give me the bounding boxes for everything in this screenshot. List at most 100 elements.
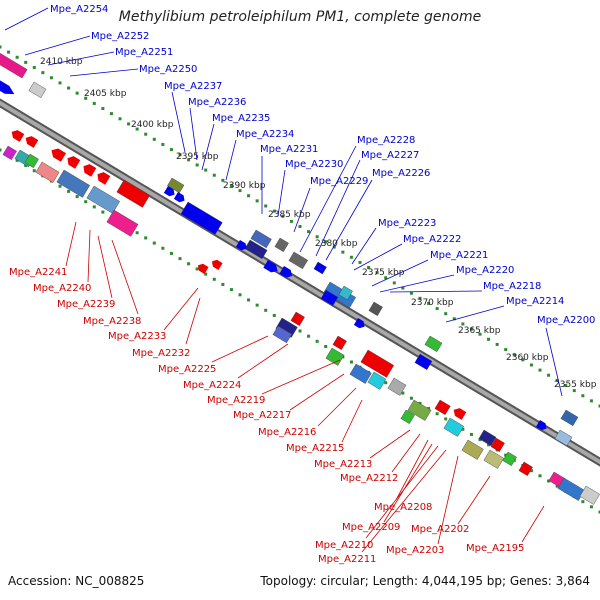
scale-tick (169, 148, 173, 152)
scale-tick (32, 169, 36, 173)
scale-tick (264, 204, 268, 208)
scale-tick (152, 137, 156, 141)
gene-arrow (353, 318, 365, 329)
leader-line (111, 239, 139, 315)
forward-gene-label: Mpe_A2251 (115, 47, 173, 58)
kbp-label: 2390 kbp (223, 181, 266, 191)
forward-gene-label: Mpe_A2237 (164, 81, 222, 92)
scale-tick (127, 122, 131, 126)
scale-tick (169, 251, 173, 255)
gene-block (387, 377, 407, 396)
kbp-label: 2380 kbp (315, 239, 358, 249)
gene-block (116, 179, 151, 208)
leader-line (201, 123, 215, 171)
leader-line (277, 169, 286, 217)
gene-arrow (453, 408, 467, 420)
scale-tick (272, 313, 276, 317)
scale-tick (49, 76, 53, 80)
scale-tick (58, 81, 62, 85)
leader-line (457, 475, 491, 525)
scale-tick (7, 50, 11, 54)
scale-tick (118, 117, 122, 121)
leader-line (293, 187, 311, 233)
forward-gene-label: Mpe_A2223 (378, 218, 436, 229)
scale-tick (529, 363, 533, 367)
gene-block (367, 371, 387, 390)
leader-line (237, 343, 289, 379)
scale-tick (358, 260, 362, 264)
scale-tick (264, 308, 268, 312)
leader-line (24, 35, 91, 56)
leader-line (437, 455, 459, 545)
scale-tick (461, 427, 465, 431)
scale-tick (349, 255, 353, 259)
scale-tick (367, 266, 371, 270)
reverse-gene-label: Mpe_A2212 (340, 473, 398, 484)
scale-tick (392, 281, 396, 285)
accession-label: Accession: NC_008825 (8, 574, 145, 588)
forward-gene-label: Mpe_A2229 (310, 176, 368, 187)
gene-block (502, 451, 517, 466)
scale-tick (487, 337, 491, 341)
scale-tick (444, 312, 448, 316)
scale-tick (581, 500, 585, 504)
leader-line (365, 445, 439, 539)
gene-block (518, 461, 533, 476)
leader-line (445, 305, 505, 323)
forward-gene-label: Mpe_A2214 (506, 296, 564, 307)
reverse-gene-label: Mpe_A2233 (108, 331, 166, 342)
forward-gene-label: Mpe_A2221 (430, 250, 488, 261)
gene-arrow (263, 260, 278, 273)
gene-block (244, 239, 268, 260)
gene-arrow (211, 259, 223, 270)
scale-tick (15, 158, 19, 162)
leader-line (211, 335, 269, 363)
kbp-label: 2375 kbp (362, 268, 405, 278)
scale-tick (75, 195, 79, 199)
reverse-gene-label: Mpe_A2225 (158, 364, 216, 375)
scale-tick (204, 272, 208, 276)
gene-block (368, 301, 383, 316)
gene-block (274, 237, 289, 252)
scale-tick (109, 112, 113, 116)
gene-block (483, 449, 505, 469)
gene-block (106, 209, 139, 237)
gene-block (424, 335, 443, 353)
leader-line (391, 433, 421, 473)
scale-tick (272, 209, 276, 213)
leader-line (47, 51, 115, 66)
gene-block (557, 477, 585, 501)
forward-gene-label: Mpe_A2228 (357, 135, 415, 146)
reverse-gene-label: Mpe_A2219 (207, 395, 265, 406)
leader-line (225, 139, 237, 181)
kbp-label: 2360 kbp (506, 353, 549, 363)
scale-tick (298, 329, 302, 333)
gene-block (338, 285, 353, 300)
forward-gene-label: Mpe_A2231 (260, 144, 318, 155)
scale-tick (41, 71, 45, 75)
scale-tick (144, 132, 148, 136)
scale-tick (195, 267, 199, 271)
scale-tick (67, 86, 71, 90)
leader-line (87, 229, 91, 283)
leader-line (65, 221, 77, 267)
gene-block (325, 347, 345, 366)
scale-tick (332, 245, 336, 249)
scale-tick (67, 189, 71, 193)
kbp-label: 2405 kbp (84, 89, 127, 99)
scale-tick (101, 210, 105, 214)
scale-tick (178, 153, 182, 157)
scale-tick (0, 45, 2, 49)
scale-tick (135, 231, 139, 235)
scale-tick (315, 235, 319, 239)
reverse-gene-label: Mpe_A2202 (411, 524, 469, 535)
scale-tick (435, 307, 439, 311)
gene-block (180, 201, 223, 235)
reverse-gene-label: Mpe_A2216 (258, 427, 316, 438)
leader-line (325, 179, 373, 261)
scale-tick (58, 184, 62, 188)
scale-tick (281, 214, 285, 218)
gene-arrow (97, 172, 111, 185)
gene-block (490, 437, 505, 452)
